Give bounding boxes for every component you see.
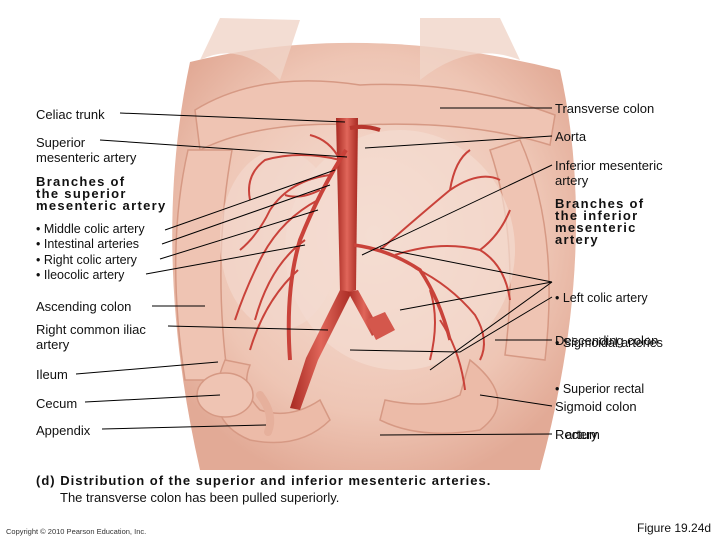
label-line: artery: [555, 173, 589, 188]
label-inferior-mesenteric-artery: Inferior mesenteric artery: [555, 158, 663, 188]
list-item: • Superior rectal: [555, 382, 645, 397]
label-branches-inferior: Branches of the inferior mesenteric arte…: [555, 196, 645, 247]
label-transverse-colon: Transverse colon: [555, 101, 655, 116]
label-appendix: Appendix: [36, 423, 91, 438]
abdominal-wall-flap: [420, 18, 520, 80]
iliac-vein: [366, 312, 395, 340]
caption-subtitle: The transverse colon has been pulled sup…: [60, 490, 340, 505]
list-item: • Ileocolic artery: [36, 267, 125, 282]
label-rectum: Rectum: [555, 427, 600, 442]
label-ascending-colon: Ascending colon: [36, 299, 132, 314]
aorta: [336, 118, 358, 292]
label-line: artery: [36, 337, 70, 352]
leader-lines-right: [349, 107, 553, 436]
branch-list-inferior: • Left colic artery • Sigmoidal arteries…: [555, 260, 663, 474]
copyright-notice: Copyright © 2010 Pearson Education, Inc.: [6, 527, 147, 536]
label-cecum: Cecum: [36, 396, 78, 411]
label-right-common-iliac: Right common iliac artery: [36, 322, 146, 352]
leader-lines-left: [75, 112, 348, 430]
label-descending-colon: Descending colon: [555, 333, 659, 348]
label-aorta: Aorta: [555, 129, 587, 144]
list-item: • Intestinal arteries: [36, 237, 140, 252]
list-item: • Left colic artery: [555, 290, 648, 305]
label-line: Superior: [36, 135, 86, 150]
figure-number: Figure 19.24d: [637, 521, 712, 535]
right-common-iliac-artery: [290, 290, 352, 410]
branch-list-superior: • Middle colic artery • Intestinal arter…: [36, 222, 145, 283]
caption-title: (d) Distribution of the superior and inf…: [36, 473, 492, 488]
list-item: artery: [555, 428, 598, 443]
transverse-colon: [194, 80, 556, 152]
label-celiac-trunk: Celiac trunk: [36, 107, 105, 122]
label-line: Branches of: [36, 174, 126, 189]
label-line: the inferior: [555, 208, 639, 223]
abdominal-wall-flap: [200, 18, 300, 80]
label-line: Right common iliac: [36, 322, 146, 337]
list-item: • Middle colic artery: [36, 222, 145, 236]
label-line: mesenteric artery: [36, 150, 137, 165]
label-sigmoid-colon: Sigmoid colon: [555, 399, 637, 414]
label-superior-mesenteric-artery: Superior mesenteric artery: [36, 135, 136, 165]
celiac-trunk: [349, 124, 381, 132]
list-item: • Sigmoidal arteries: [555, 336, 663, 351]
label-line: artery: [555, 232, 599, 247]
sigmoid-colon: [379, 358, 499, 435]
label-branches-superior: Branches of the superior mesenteric arte…: [36, 174, 167, 213]
superior-mesenteric-artery: [286, 148, 348, 361]
list-item: • Right colic artery: [36, 252, 137, 267]
label-line: the superior: [36, 186, 127, 201]
superior-mesenteric-branches: [234, 134, 341, 351]
figure-caption: (d) Distribution of the superior and inf…: [36, 472, 491, 506]
appendix: [256, 391, 275, 436]
cecum: [196, 372, 254, 418]
label-line: mesenteric: [555, 220, 637, 235]
label-line: Branches of: [555, 196, 645, 211]
label-ileum: Ileum: [36, 367, 68, 382]
inferior-mesenteric-branches: [379, 149, 511, 391]
label-line: Inferior mesenteric: [555, 158, 663, 173]
label-line: mesenteric artery: [36, 198, 167, 213]
